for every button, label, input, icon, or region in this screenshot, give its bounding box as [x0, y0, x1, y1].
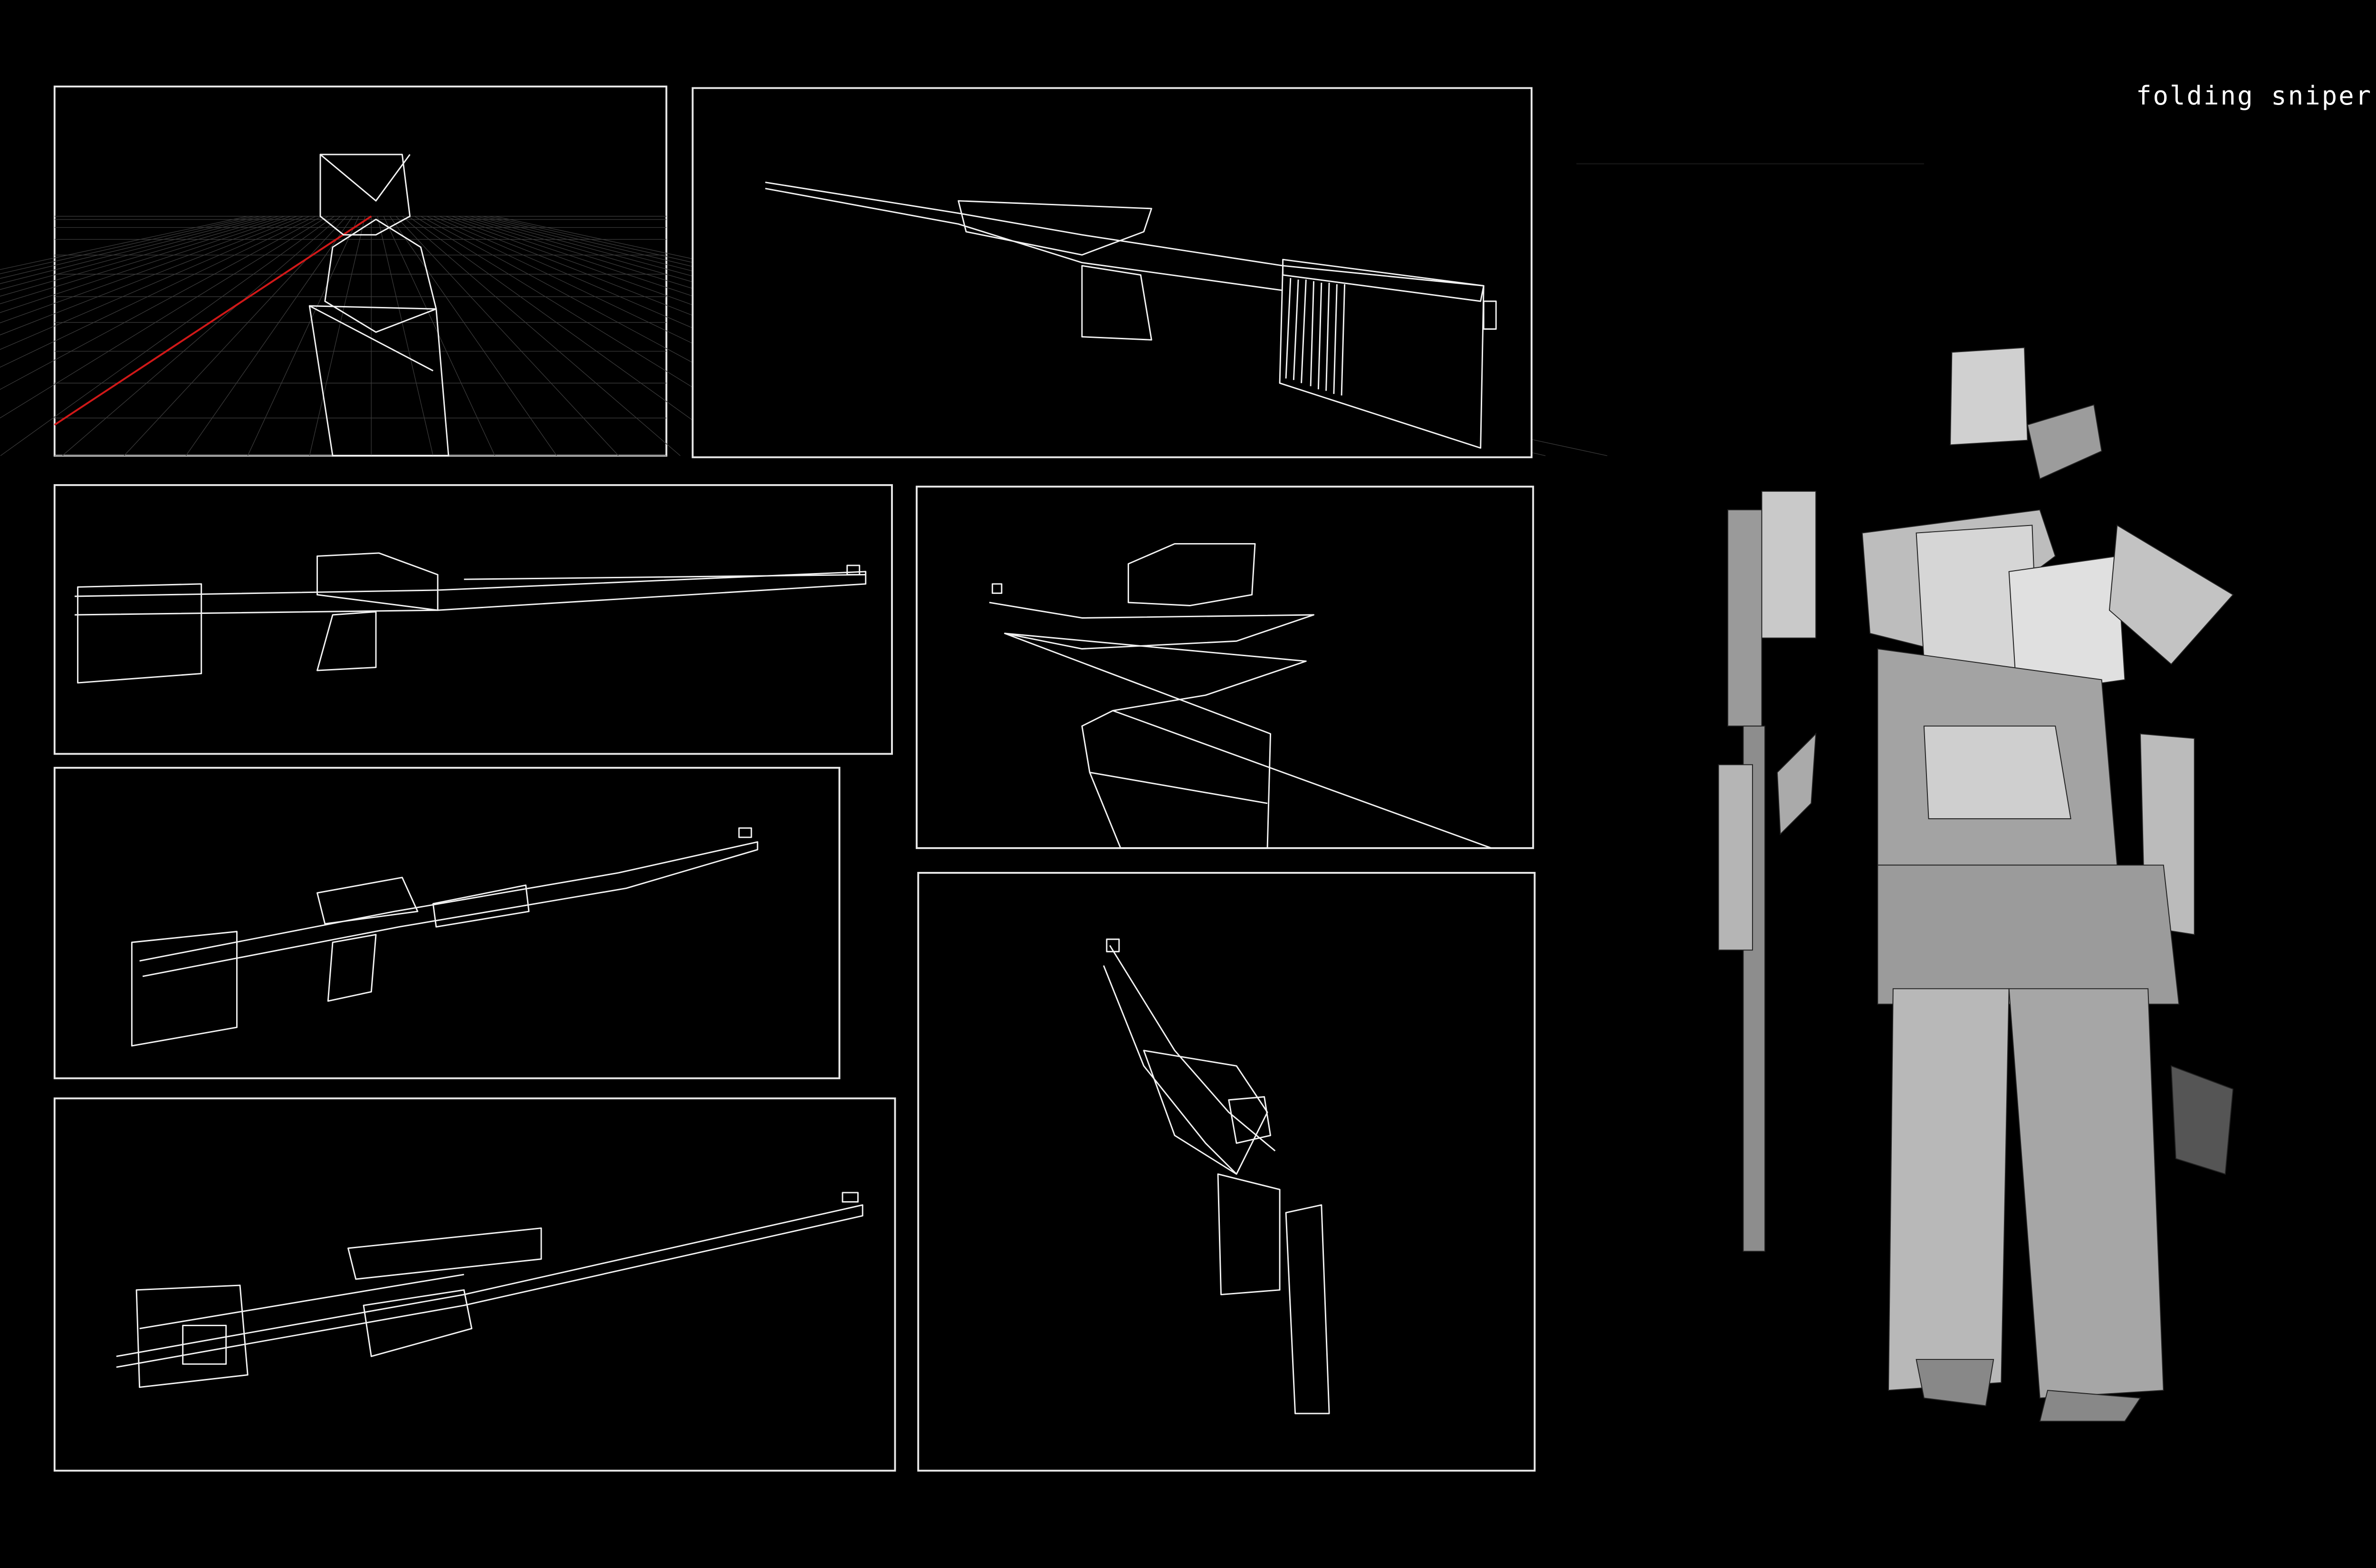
- red-axis-line: [54, 215, 372, 426]
- panel-top-down-view: [917, 871, 1536, 1472]
- robot-figure-render: [1861, 347, 2234, 1422]
- panel-side-view-left: [53, 484, 893, 755]
- grid-line: [383, 216, 495, 456]
- grid-line: [186, 216, 353, 456]
- rifle-top-down-wireframe: [1103, 938, 1330, 1415]
- character-render-with-rifle: [1576, 163, 2234, 1422]
- grid-line: [390, 216, 556, 456]
- folded-rifle-render: [1718, 490, 1817, 1252]
- panel-muzzle-perspective: [916, 486, 1534, 849]
- grid-line: [0, 216, 248, 456]
- grid-line: [62, 216, 340, 456]
- rifle-left-wireframe: [75, 552, 867, 684]
- grid-line: [0, 216, 254, 456]
- grid-line: [0, 216, 266, 456]
- grid-line: [0, 216, 303, 456]
- grid-line: [402, 216, 680, 456]
- sheet-title: folding sniper: [2136, 81, 2373, 111]
- grid-line: [309, 216, 365, 456]
- rifle-side-wireframe: [765, 182, 1497, 449]
- panel-front-view-grid: [0, 86, 1607, 457]
- stock-ribs: [1285, 278, 1346, 396]
- grid-line: [0, 216, 297, 456]
- rifle-front-wireframe: [308, 153, 450, 457]
- grid-line: [0, 216, 316, 456]
- grid-line: [396, 216, 618, 456]
- grid-line: [0, 216, 334, 456]
- rifle-muzzle-wireframe: [989, 543, 1492, 849]
- grid-line: [0, 216, 291, 456]
- grid-line: [0, 216, 272, 456]
- rifle-three-quarter-wireframe: [131, 827, 758, 1047]
- rifle-detail-wireframe: [116, 1192, 863, 1388]
- grid-line: [0, 216, 309, 456]
- grid-line: [0, 216, 285, 456]
- grid-line: [0, 216, 260, 456]
- grid-line: [0, 216, 322, 456]
- panel-side-view-right: [691, 87, 1533, 459]
- grid-line: [0, 216, 278, 456]
- grid-line: [248, 216, 359, 456]
- panel-detail-view: [53, 1097, 896, 1472]
- grid-line: [377, 216, 433, 456]
- panel-three-quarter-view: [53, 766, 841, 1080]
- grid-line: [0, 216, 328, 456]
- grid-line: [408, 216, 742, 456]
